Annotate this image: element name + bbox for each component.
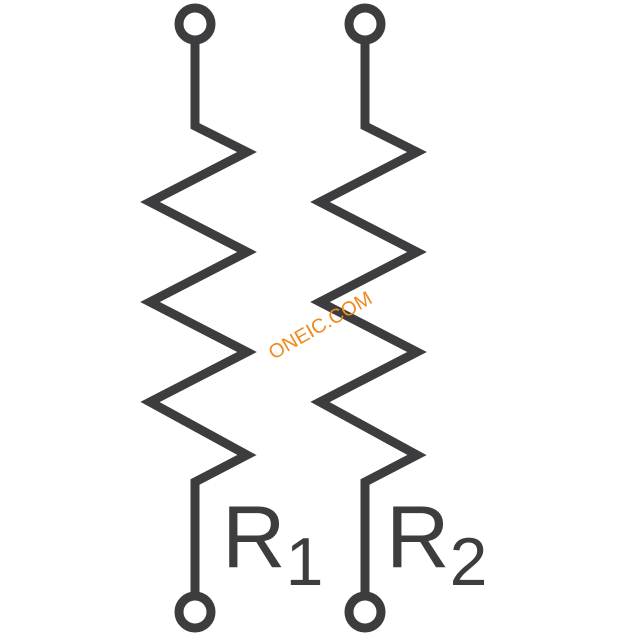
resistor-r1-zigzag (140, 40, 257, 596)
terminal-bottom-r2 (344, 591, 386, 633)
terminal-bottom-r1 (174, 591, 216, 633)
label-r1: R1 (222, 487, 323, 600)
resistor-r1 (140, 3, 257, 633)
resistor-r2-zigzag (310, 40, 427, 596)
resistor-r2 (310, 3, 427, 633)
terminal-top-r2 (344, 3, 386, 45)
label-r2: R2 (386, 487, 487, 600)
terminal-top-r1 (174, 3, 216, 45)
